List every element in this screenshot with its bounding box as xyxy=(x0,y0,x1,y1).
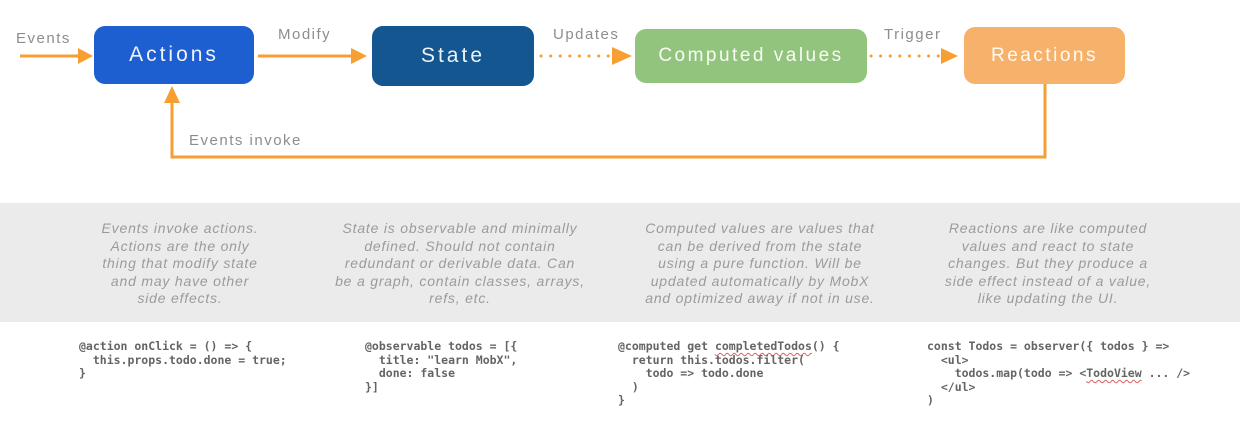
code-sample-action: @action onClick = () => { this.props.tod… xyxy=(79,339,287,380)
node-computed-values: Computed values xyxy=(635,29,867,83)
description-actions: Events invoke actions. Actions are the o… xyxy=(101,220,259,306)
node-state: State xyxy=(372,26,534,86)
node-computed-values-label: Computed values xyxy=(658,45,844,66)
code-sample-observable: @observable todos = [{ title: "learn Mob… xyxy=(365,339,518,394)
node-actions: Actions xyxy=(94,26,254,84)
arrowhead-feedback xyxy=(164,86,180,103)
arrowhead-trigger xyxy=(941,48,958,64)
description-band: Events invoke actions. Actions are the o… xyxy=(0,203,1240,322)
edge-label-updates: Updates xyxy=(553,26,620,43)
node-state-label: State xyxy=(420,44,486,67)
description-computed-values: Computed values are values that can be d… xyxy=(645,220,875,306)
code-sample-observer: const Todos = observer({ todos } => <ul>… xyxy=(927,339,1191,407)
edge-label-events-invoke: Events invoke xyxy=(189,132,302,149)
node-reactions: Reactions xyxy=(964,27,1125,84)
arrowhead-modify xyxy=(351,48,367,64)
node-actions-label: Actions xyxy=(129,43,219,66)
code-sample-computed: @computed get completedTodos() { return … xyxy=(618,339,840,407)
edge-label-modify: Modify xyxy=(278,26,332,43)
flow-arrows xyxy=(20,47,1047,159)
feedback-loop-line xyxy=(170,84,1047,159)
description-reactions: Reactions are like computed values and r… xyxy=(944,220,1152,306)
description-state: State is observable and minimally define… xyxy=(335,220,585,306)
arrowhead-events xyxy=(78,48,93,64)
arrowhead-updates xyxy=(612,47,632,65)
edge-label-trigger: Trigger xyxy=(884,26,942,43)
edge-label-events: Events xyxy=(16,30,71,47)
node-reactions-label: Reactions xyxy=(991,44,1098,66)
